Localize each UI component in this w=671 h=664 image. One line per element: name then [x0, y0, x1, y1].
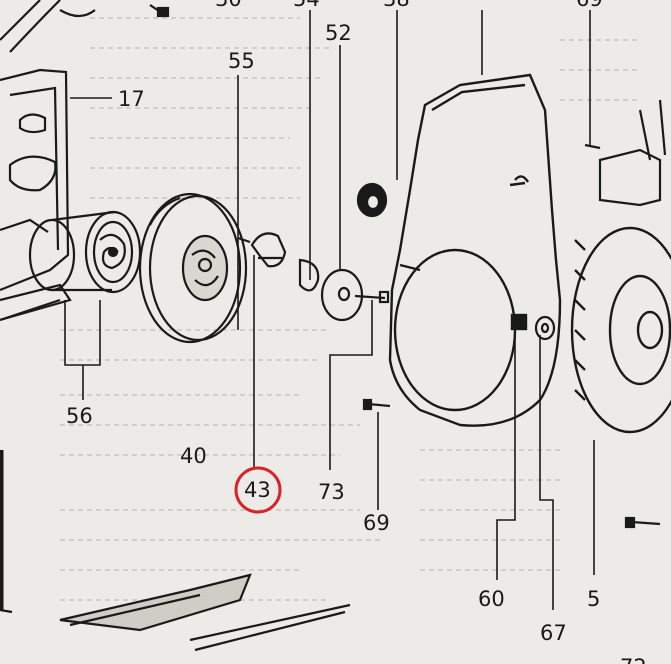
label-top-left-cut: 30 — [215, 0, 242, 11]
label-54: 54 — [293, 0, 320, 11]
part-5-flywheel — [570, 226, 671, 434]
top-right-coil-part — [584, 99, 667, 207]
part-43-pawl — [237, 232, 320, 292]
label-67: 67 — [540, 621, 567, 645]
label-69-top: 69 — [576, 0, 603, 11]
label-52: 52 — [325, 21, 352, 45]
part-56-pulley — [28, 210, 142, 294]
label-40: 40 — [180, 444, 207, 468]
label-bottom-cut: 72 — [620, 655, 647, 664]
part-43-highlight-circle — [234, 466, 282, 514]
label-17: 17 — [118, 87, 145, 111]
label-69: 69 — [363, 511, 390, 535]
fan-housing-cover — [388, 73, 562, 427]
label-38: 38 — [383, 0, 410, 11]
label-60: 60 — [478, 587, 505, 611]
bottom-parts — [0, 450, 351, 652]
part-52-washer — [320, 268, 390, 322]
screws — [362, 398, 661, 529]
leader-lines — [64, 10, 595, 610]
label-43: 43 — [244, 478, 271, 502]
label-73: 73 — [318, 480, 345, 504]
top-left-part-fragment — [0, 0, 170, 53]
part-38-grommet — [356, 182, 388, 218]
label-55: 55 — [228, 49, 255, 73]
part-labels: 30 54 38 69 17 52 55 56 40 43 73 69 60 6… — [66, 0, 647, 664]
label-5: 5 — [587, 587, 600, 611]
part-40-pulley-disc — [138, 192, 248, 344]
part-17-housing — [0, 68, 72, 322]
part-67-washer — [534, 315, 556, 341]
label-56: 56 — [66, 404, 93, 428]
